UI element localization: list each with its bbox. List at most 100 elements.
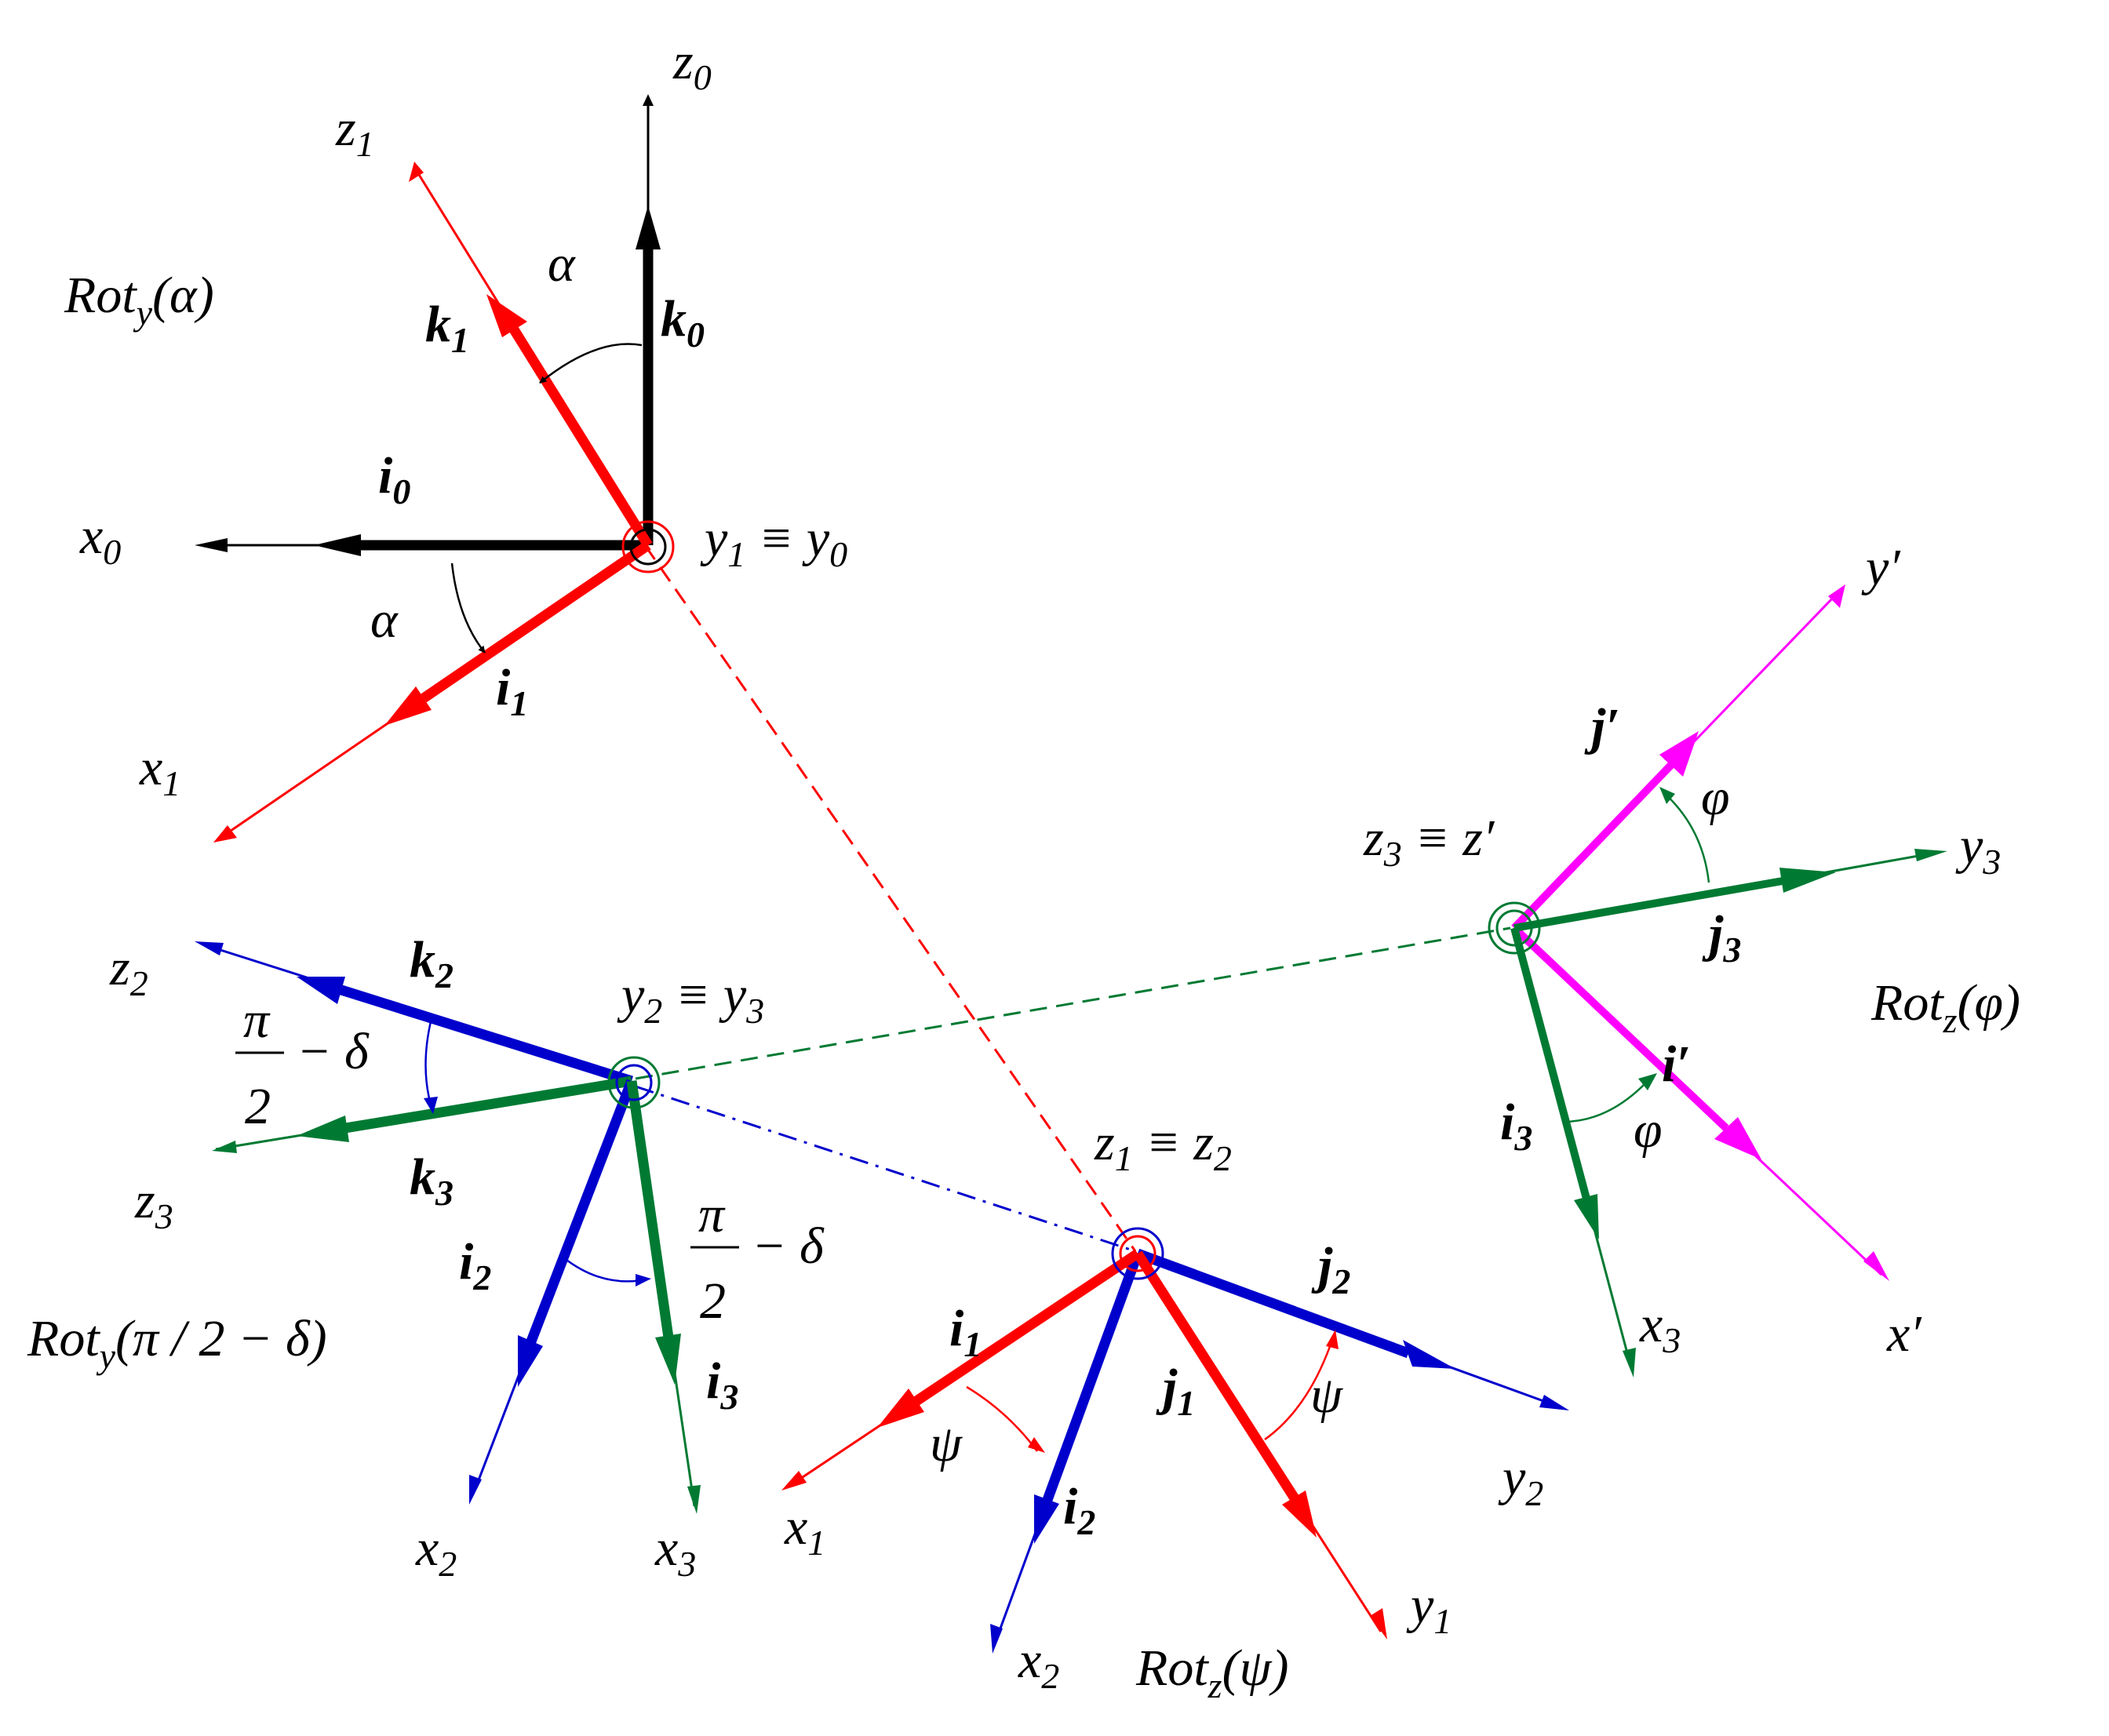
j2-vector bbox=[1135, 1248, 1411, 1359]
label-rot-y-pi: Roty(π / 2 − δ) bbox=[27, 1310, 327, 1376]
label-phi-bottom: φ bbox=[1634, 1101, 1663, 1159]
i1-vector-bottom bbox=[913, 1249, 1141, 1406]
label-minus-delta-right: − δ bbox=[752, 1217, 825, 1275]
label-pi-left: π bbox=[243, 992, 271, 1049]
label-z3-eq-zprime: z3 ≡ z′ bbox=[1363, 810, 1495, 874]
jprime-arrowhead bbox=[1659, 731, 1699, 777]
phi-arc-bottom-arrowhead bbox=[1638, 1073, 1657, 1090]
dashed-link-frame2-frame3 bbox=[635, 926, 1511, 1080]
i2-vector bbox=[526, 1079, 637, 1344]
label-xprime: x′ bbox=[1886, 1305, 1922, 1363]
i0-arrowhead bbox=[314, 534, 361, 556]
k3-arrowhead bbox=[297, 1115, 349, 1142]
label-i1-bottom: i1 bbox=[949, 1300, 982, 1364]
origin-marker-frame0-inner bbox=[629, 528, 667, 566]
z0-arrowhead bbox=[643, 94, 654, 106]
origin-marker-frame2 bbox=[607, 1056, 661, 1109]
label-jprime: j′ bbox=[1584, 698, 1620, 755]
alpha-arc-top bbox=[539, 343, 643, 384]
label-i0: i0 bbox=[378, 447, 410, 511]
frame-3-prime bbox=[1488, 584, 1947, 1378]
x3-right-arrowhead bbox=[1623, 1348, 1636, 1378]
j3-arrowhead bbox=[1779, 868, 1836, 893]
delta-arc-i bbox=[563, 1257, 643, 1283]
label-k0: k0 bbox=[661, 290, 705, 355]
label-rot-y-alpha: Roty(α) bbox=[64, 267, 214, 333]
j3-vector bbox=[1513, 877, 1783, 932]
label-yprime: y′ bbox=[1861, 539, 1901, 596]
dashdot-link-frame2-frame1 bbox=[635, 1085, 1136, 1253]
i3-vector bbox=[626, 1080, 674, 1338]
xprime-arrowhead bbox=[1863, 1251, 1889, 1281]
label-phi-top: φ bbox=[1701, 769, 1730, 826]
label-i2-left: i2 bbox=[459, 1233, 491, 1297]
label-iprime: i′ bbox=[1662, 1035, 1691, 1093]
i3-vector-right bbox=[1510, 926, 1590, 1200]
phi-arc-top-arrowhead bbox=[1659, 787, 1675, 804]
label-x3-right: x3 bbox=[1639, 1296, 1681, 1360]
label-x1-bottom: x1 bbox=[784, 1498, 825, 1563]
label-x2-left: x2 bbox=[415, 1519, 457, 1584]
origin-marker-frame1-inner bbox=[1119, 1235, 1156, 1272]
i2-arrowhead bbox=[518, 1335, 543, 1387]
psi-arc-right bbox=[1264, 1339, 1334, 1441]
frame-1-2 bbox=[781, 1227, 1569, 1654]
j1-arrowhead bbox=[1282, 1490, 1317, 1538]
phi-arc-top bbox=[1663, 792, 1710, 883]
origin-marker-frame2-inner bbox=[615, 1064, 653, 1101]
yprime-arrowhead bbox=[1828, 584, 1845, 608]
label-i3-left: i3 bbox=[706, 1352, 738, 1417]
label-k3: k3 bbox=[410, 1148, 453, 1213]
label-j1: j1 bbox=[1156, 1359, 1195, 1423]
psi-arc-right-arrowhead bbox=[1326, 1330, 1339, 1349]
label-psi-right: ψ bbox=[1310, 1367, 1343, 1424]
label-i3-right: i3 bbox=[1500, 1094, 1532, 1158]
y1-bottom-arrowhead bbox=[1370, 1608, 1387, 1640]
label-alpha-top: α bbox=[548, 235, 576, 293]
k1-arrowhead bbox=[486, 294, 527, 337]
y3-arrowhead bbox=[1914, 849, 1947, 861]
psi-arc-left bbox=[966, 1385, 1039, 1452]
k2-arrowhead bbox=[297, 977, 345, 1004]
label-y2-bottom: y2 bbox=[1498, 1449, 1543, 1513]
label-k1: k1 bbox=[425, 296, 469, 360]
alpha-arc-bottom bbox=[450, 562, 486, 653]
label-alpha-bottom: α bbox=[370, 591, 399, 649]
origin-marker-frame3-inner bbox=[1495, 909, 1533, 947]
x1-arrowhead bbox=[213, 825, 237, 843]
label-psi-left: ψ bbox=[930, 1415, 963, 1472]
psi-arc-left-arrowhead bbox=[1028, 1437, 1045, 1453]
origin-marker-frame0 bbox=[621, 520, 675, 573]
i3-right-arrowhead bbox=[1574, 1194, 1599, 1239]
iprime-vector bbox=[1511, 925, 1729, 1131]
label-y1-bottom: y1 bbox=[1406, 1577, 1452, 1641]
label-z3: z3 bbox=[134, 1172, 173, 1236]
z1-arrowhead bbox=[409, 162, 424, 182]
label-rot-z-psi: Rotz(ψ) bbox=[1135, 1640, 1289, 1705]
i2-vector-bottom bbox=[1042, 1251, 1143, 1502]
label-y2-eq-y3: y2 ≡ y3 bbox=[617, 966, 764, 1031]
label-pi-right: π bbox=[698, 1186, 726, 1243]
k0-arrowhead bbox=[636, 206, 661, 249]
label-z1: z1 bbox=[335, 100, 374, 164]
i1-vector bbox=[421, 540, 651, 703]
i1-arrowhead bbox=[384, 686, 432, 726]
label-minus-delta-left: − δ bbox=[297, 1023, 370, 1080]
label-j3: j3 bbox=[1702, 905, 1741, 970]
label-x1-top: x1 bbox=[139, 739, 180, 803]
frame-0-1 bbox=[195, 94, 675, 843]
x3-arrowhead bbox=[687, 1485, 701, 1514]
label-two-right: 2 bbox=[700, 1272, 726, 1330]
k3-vector bbox=[344, 1075, 633, 1134]
delta-arc-k-arrowhead bbox=[424, 1097, 438, 1114]
label-z1-eq-z2: z1 ≡ z2 bbox=[1094, 1114, 1232, 1178]
label-i2-bottom: i2 bbox=[1063, 1478, 1095, 1542]
origin-marker-frame1 bbox=[1111, 1227, 1164, 1280]
i1-bottom-arrowhead bbox=[877, 1388, 924, 1428]
j2-arrowhead bbox=[1403, 1340, 1455, 1369]
frame-2-3 bbox=[195, 941, 701, 1514]
label-rot-z-phi: Rotz(φ) bbox=[1870, 974, 2020, 1040]
label-two-left: 2 bbox=[245, 1078, 271, 1135]
y2-arrowhead bbox=[1539, 1395, 1569, 1410]
